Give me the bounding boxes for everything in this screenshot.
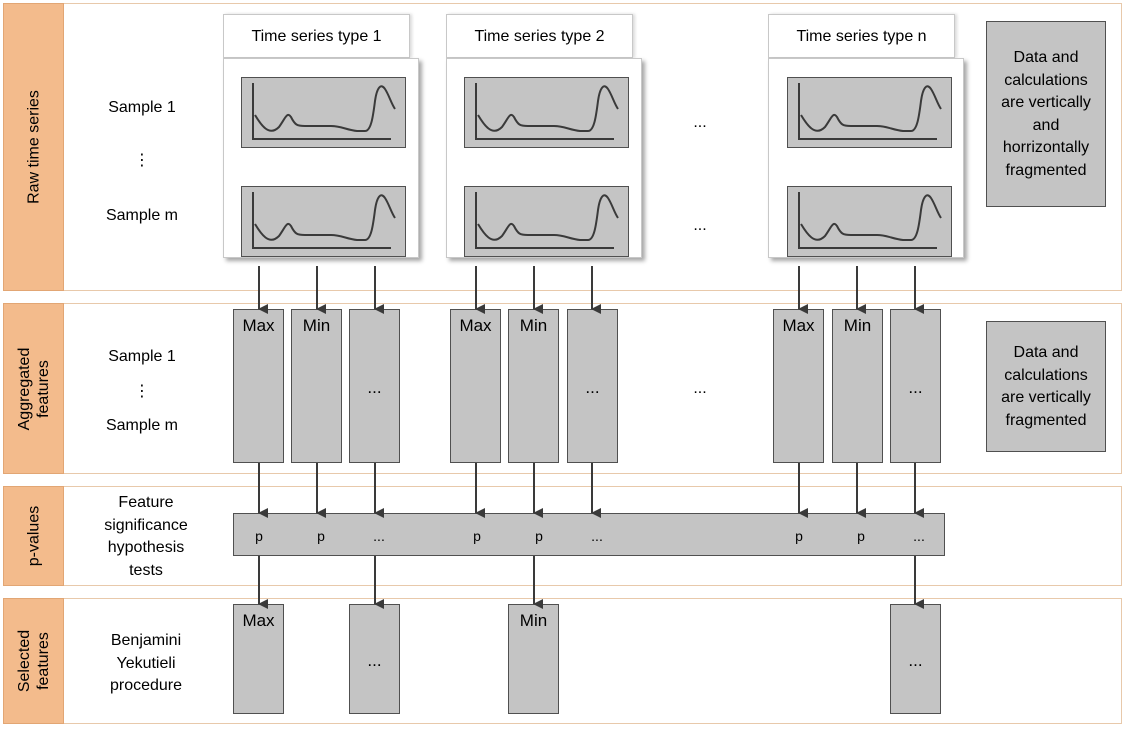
agg-feature-min-1: Min: [291, 309, 342, 463]
agg-sample-ellipsis: ⋮: [134, 383, 150, 400]
feature-label: Min: [519, 611, 548, 630]
series-title-1: Time series type 1: [223, 14, 410, 58]
selected-feature-more-1: ...: [349, 604, 400, 714]
time-series-curve: [475, 191, 619, 249]
agg-feature-max-2: Max: [450, 309, 501, 463]
time-series-curve: [252, 191, 396, 249]
agg-feature-more-2: ...: [567, 309, 618, 463]
agg-feature-min-2: Min: [508, 309, 559, 463]
band-tab-p-values: p-values: [3, 486, 64, 586]
pvalue-caption: Feature significance hypothesis tests: [104, 494, 188, 579]
agg-feature-min-n: Min: [832, 309, 883, 463]
feature-label: ...: [908, 651, 923, 670]
agg-feature-max-n: Max: [773, 309, 824, 463]
pvalue-max-2: p: [473, 528, 481, 544]
feature-label: ...: [367, 651, 382, 670]
time-series-curve: [252, 82, 396, 140]
time-series-curve: [798, 191, 942, 249]
raw-sample-1-label: Sample 1: [108, 99, 176, 116]
pvalue-more-2: ...: [591, 528, 603, 544]
flow-arrows: [258, 266, 924, 609]
pvalue-min-1: p: [317, 528, 325, 544]
feature-label: ...: [908, 378, 923, 397]
feature-label: ...: [367, 378, 382, 397]
feature-label: Max: [242, 611, 275, 630]
note-aggregated-fragmentation: Data and calculations are vertically fra…: [986, 321, 1106, 452]
selection-caption: Benjamini Yekutieli procedure: [109, 632, 183, 694]
agg-series-ellipsis: ...: [693, 380, 707, 397]
band-tab-selected-features: Selected features: [3, 598, 64, 724]
selected-feature-min-2: Min: [508, 604, 559, 714]
agg-feature-more-1: ...: [349, 309, 400, 463]
note-raw-fragmentation: Data and calculations are vertically and…: [986, 21, 1106, 207]
feature-label: Max: [459, 316, 492, 335]
selected-feature-more-n: ...: [890, 604, 941, 714]
pvalue-max-n: p: [795, 528, 803, 544]
pvalue-more-n: ...: [913, 528, 925, 544]
raw-sample-m-label: Sample m: [105, 207, 179, 224]
agg-feature-more-n: ...: [890, 309, 941, 463]
time-series-curve: [798, 82, 942, 140]
feature-label: Max: [242, 316, 275, 335]
selected-feature-max-1: Max: [233, 604, 284, 714]
pvalue-min-n: p: [857, 528, 865, 544]
agg-sample-m-label: Sample m: [105, 417, 179, 434]
band-tab-raw-time-series: Raw time series: [3, 3, 64, 291]
raw-sample-ellipsis: ⋮: [134, 152, 150, 169]
raw-series-ellipsis-1: ...: [693, 114, 707, 131]
pvalue-min-2: p: [535, 528, 543, 544]
series-title-2: Time series type 2: [446, 14, 633, 58]
feature-label: Min: [302, 316, 331, 335]
pvalue-more-1: ...: [373, 528, 385, 544]
time-series-curve: [475, 82, 619, 140]
agg-sample-1-label: Sample 1: [108, 348, 176, 365]
band-tab-aggregated-features: Aggregated features: [3, 303, 64, 474]
feature-label: Min: [843, 316, 872, 335]
series-title-n: Time series type n: [768, 14, 955, 58]
feature-label: ...: [585, 378, 600, 397]
feature-label: Max: [782, 316, 815, 335]
raw-series-ellipsis-2: ...: [693, 217, 707, 234]
pvalue-max-1: p: [255, 528, 263, 544]
pvalue-bar: p p ... p p ... p p ...: [233, 513, 945, 556]
feature-label: Min: [519, 316, 548, 335]
